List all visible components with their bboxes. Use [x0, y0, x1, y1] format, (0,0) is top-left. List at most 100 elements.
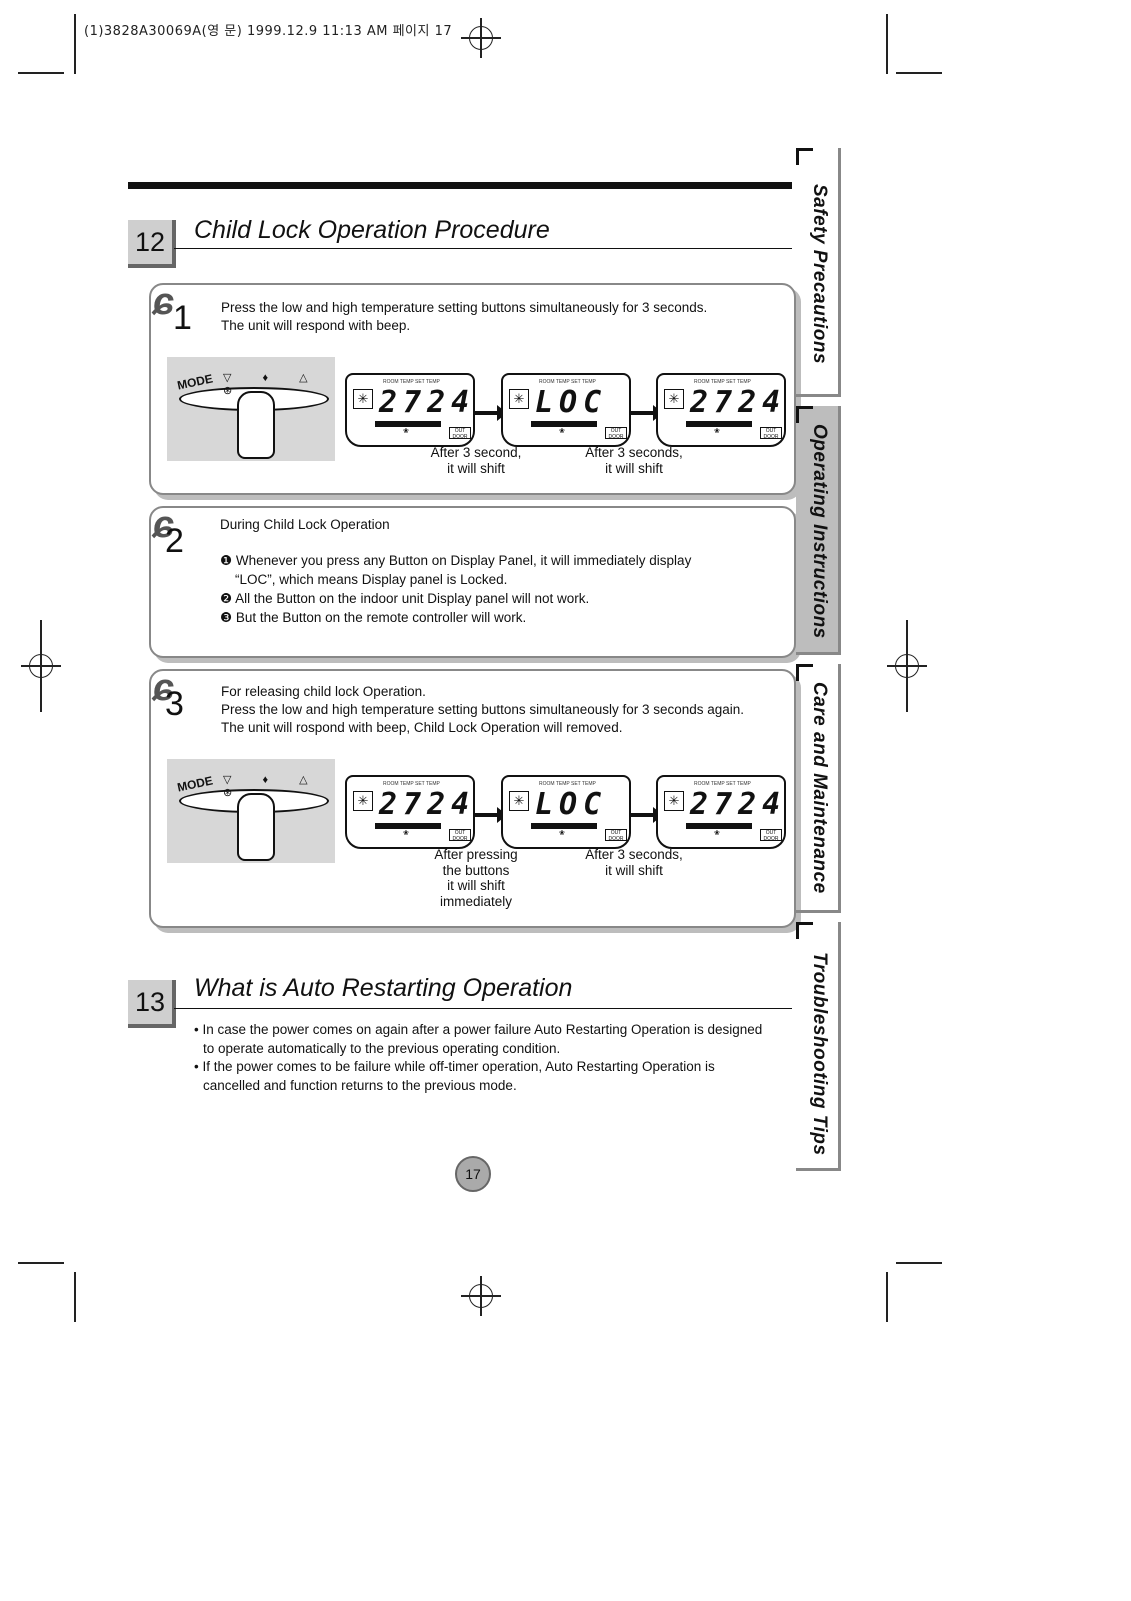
- lcd-set-label: SET TEMP: [415, 781, 440, 787]
- step-icon: ɕ: [153, 667, 175, 709]
- step-heading: During Child Lock Operation: [220, 517, 390, 532]
- lcd-bar: [375, 823, 441, 829]
- pressing-hand-icon: [237, 793, 275, 861]
- step-icon: ɕ: [153, 504, 175, 546]
- tab-marker-icon: [796, 148, 813, 165]
- crop-mark: [896, 72, 942, 74]
- crop-mark: [886, 14, 888, 74]
- lcd-display: ROOM TEMP SET TEMP ✳ LOC ❀ OUT DOOR: [501, 775, 631, 849]
- lcd-display: ROOM TEMP SET TEMP ✳ LOC ❀ OUT DOOR: [501, 373, 631, 447]
- step-text: ❷ All the Button on the indoor unit Disp…: [220, 591, 590, 606]
- step-number: 2: [165, 522, 184, 560]
- lcd-digits: 2724: [690, 385, 787, 420]
- caption: After 3 seconds,it will shift: [585, 445, 683, 476]
- lcd-bar: [531, 421, 597, 427]
- step-3-box: ɕ 3 For releasing child lock Operation. …: [149, 667, 796, 928]
- section-rule: [174, 1008, 792, 1009]
- registration-mark-icon: [21, 646, 61, 686]
- lcd-set-label: SET TEMP: [415, 379, 440, 385]
- step-1-box: ɕ 1 Press the low and high temperature s…: [149, 281, 796, 495]
- lcd-bar: [375, 421, 441, 427]
- lcd-timer: OUT DOOR: [760, 829, 782, 842]
- registration-mark-icon: [461, 18, 501, 58]
- lcd-set-label: SET TEMP: [571, 379, 596, 385]
- side-tab-safety[interactable]: Safety Precautions: [796, 148, 841, 397]
- fan-icon: ❀: [559, 428, 565, 435]
- page-number: 17: [455, 1156, 491, 1192]
- snowflake-icon: ✳: [664, 389, 684, 409]
- section-number: 13: [128, 980, 176, 1028]
- fan-icon: ❀: [403, 830, 409, 837]
- lcd-room-label: ROOM TEMP: [694, 379, 725, 385]
- side-tab-troubleshooting[interactable]: Troubleshooting Tips: [796, 922, 841, 1171]
- snowflake-icon: ✳: [509, 791, 529, 811]
- fan-icon: ❀: [714, 830, 720, 837]
- lcd-digits: LOC: [535, 385, 608, 420]
- lcd-timer: OUT DOOR: [605, 829, 627, 842]
- section-title: What is Auto Restarting Operation: [194, 974, 573, 1002]
- crop-mark: [74, 14, 76, 74]
- step-text: The unit will rospond with beep, Child L…: [221, 720, 623, 735]
- fan-icon: ❀: [403, 428, 409, 435]
- tab-marker-icon: [796, 664, 813, 681]
- section-number: 12: [128, 220, 176, 268]
- side-tab-care[interactable]: Care and Maintenance: [796, 664, 841, 913]
- fan-icon: ❀: [559, 830, 565, 837]
- step-text: ❶ Whenever you press any Button on Displ…: [220, 553, 692, 568]
- arrow-right-icon: [473, 405, 507, 421]
- caption: After 3 second,it will shift: [430, 445, 522, 476]
- lcd-bar: [686, 823, 752, 829]
- crop-mark: [74, 1272, 76, 1322]
- caption: After 3 seconds,it will shift: [585, 847, 683, 878]
- registration-mark-icon: [887, 646, 927, 686]
- lcd-room-label: ROOM TEMP: [539, 379, 570, 385]
- step-text: Press the low and high temperature setti…: [221, 300, 708, 315]
- lcd-display: ROOM TEMP SET TEMP ✳ 2724 ❀ OUT DOOR: [345, 373, 475, 447]
- lcd-set-label: SET TEMP: [571, 781, 596, 787]
- crop-mark: [886, 1272, 888, 1322]
- snowflake-icon: ✳: [353, 791, 373, 811]
- lcd-digits: LOC: [535, 787, 608, 822]
- lcd-room-label: ROOM TEMP: [539, 781, 570, 787]
- lcd-timer: OUT DOOR: [760, 427, 782, 440]
- control-panel-illustration: MODE ▽ ♦ △ ⊛: [167, 759, 335, 863]
- lcd-timer: OUT DOOR: [605, 427, 627, 440]
- step-icon: ɕ: [153, 281, 175, 323]
- lcd-timer: OUT DOOR: [449, 829, 471, 842]
- crop-mark: [18, 1262, 64, 1264]
- step-number: 3: [165, 685, 184, 723]
- snowflake-icon: ✳: [353, 389, 373, 409]
- print-slug: (1)3828A30069A(영 문) 1999.12.9 11:13 AM 페…: [84, 24, 453, 39]
- fan-icon: ❀: [714, 428, 720, 435]
- panel-symbols: ▽ ♦ △ ⊛: [223, 372, 322, 397]
- lcd-set-label: SET TEMP: [726, 379, 751, 385]
- snowflake-icon: ✳: [664, 791, 684, 811]
- registration-mark-icon: [461, 1276, 501, 1316]
- step-text: “LOC”, which means Display panel is Lock…: [235, 572, 508, 587]
- step-text: For releasing child lock Operation.: [221, 684, 426, 699]
- step-text: Press the low and high temperature setti…: [221, 702, 745, 717]
- step-text: The unit will respond with beep.: [221, 318, 411, 333]
- panel-symbols: ▽ ♦ △ ⊛: [223, 774, 322, 799]
- lcd-digits: 2724: [379, 787, 476, 822]
- crop-mark: [896, 1262, 942, 1264]
- arrow-right-icon: [629, 405, 663, 421]
- lcd-digits: 2724: [690, 787, 787, 822]
- lcd-room-label: ROOM TEMP: [383, 781, 414, 787]
- side-tab-operating[interactable]: Operating Instructions: [796, 406, 841, 655]
- lcd-display: ROOM TEMP SET TEMP ✳ 2724 ❀ OUT DOOR: [656, 775, 786, 849]
- section-title: Child Lock Operation Procedure: [194, 216, 550, 244]
- crop-mark: [18, 72, 64, 74]
- lcd-display: ROOM TEMP SET TEMP ✳ 2724 ❀ OUT DOOR: [656, 373, 786, 447]
- lcd-digits: 2724: [379, 385, 476, 420]
- lcd-set-label: SET TEMP: [726, 781, 751, 787]
- arrow-right-icon: [629, 807, 663, 823]
- lcd-timer: OUT DOOR: [449, 427, 471, 440]
- auto-restart-text: • In case the power comes on again after…: [194, 1022, 763, 1093]
- step-2-box: ɕ 2 During Child Lock Operation ❶ Whenev…: [149, 504, 796, 658]
- section-rule: [174, 248, 792, 249]
- arrow-right-icon: [473, 807, 507, 823]
- control-panel-illustration: MODE ▽ ♦ △ ⊛: [167, 357, 335, 461]
- lcd-bar: [531, 823, 597, 829]
